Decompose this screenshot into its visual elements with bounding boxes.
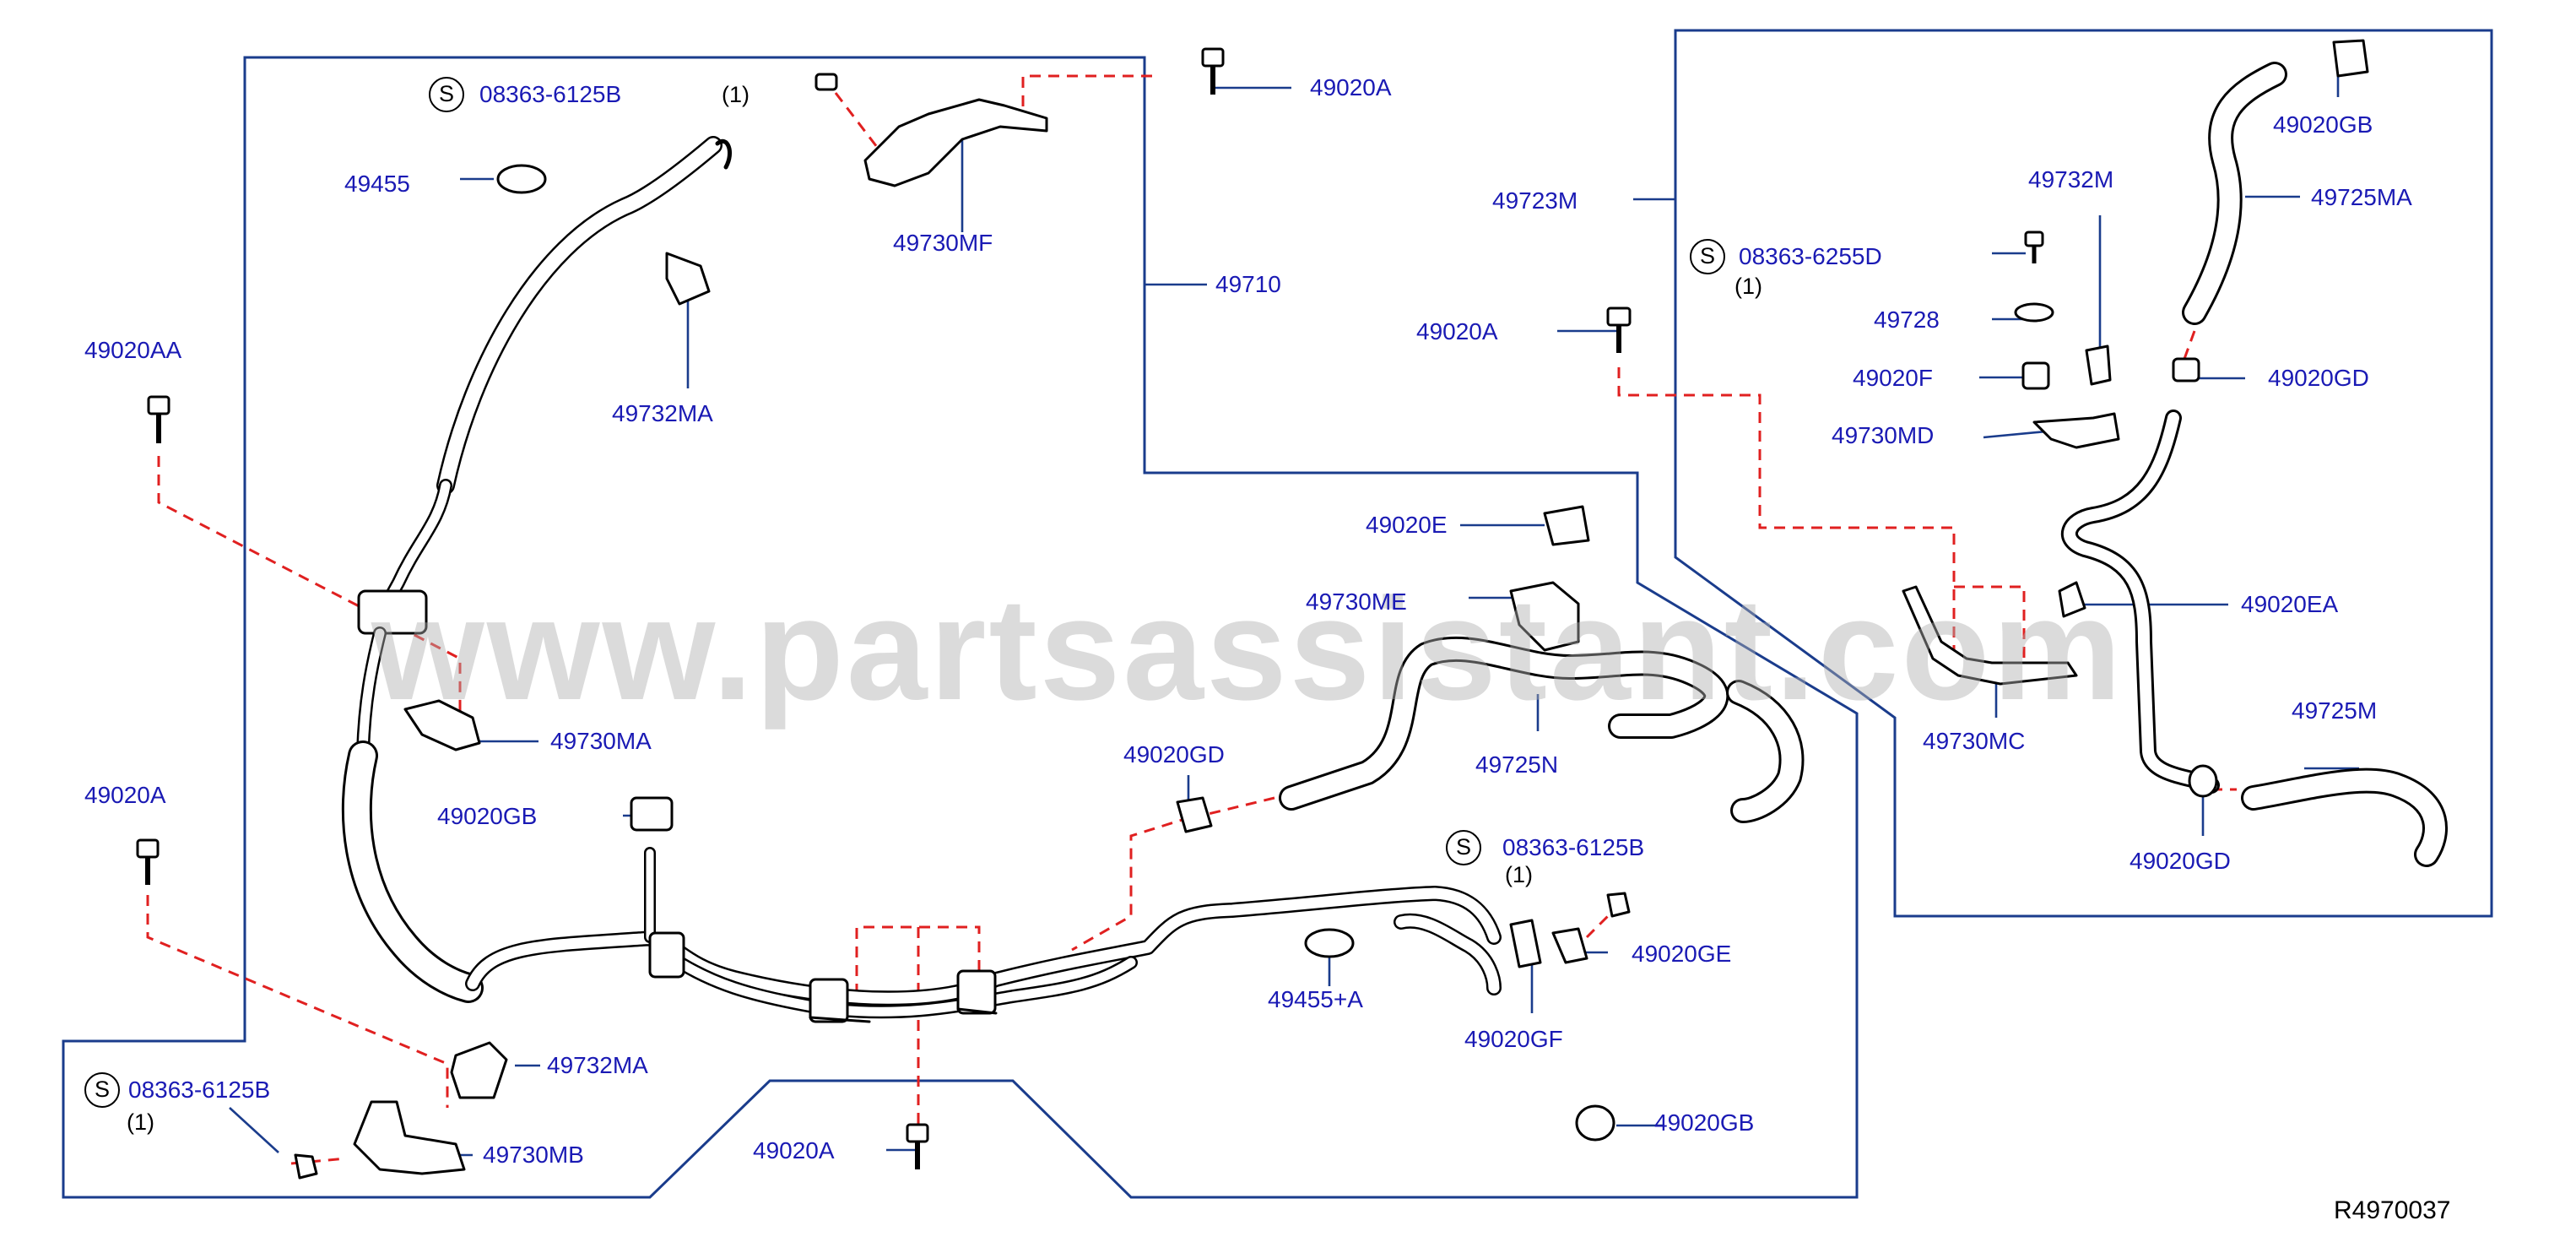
- bolt-49020a-right: [1606, 306, 1632, 353]
- part-label-49732m[interactable]: 49732M: [2028, 166, 2114, 193]
- standard-part-symbol: S: [1446, 830, 1481, 865]
- part-label-49020a[interactable]: 49020A: [1310, 74, 1392, 100]
- standard-part-symbol: S: [84, 1072, 120, 1108]
- part-label-49020a[interactable]: 49020A: [84, 782, 166, 808]
- part-label-49020gb[interactable]: 49020GB: [437, 803, 538, 829]
- part-label-49020gb[interactable]: 49020GB: [2273, 111, 2373, 138]
- main-hose-assembly: [341, 136, 1805, 1023]
- bolt-49020a-top: [1201, 47, 1225, 95]
- part-label-49725ma[interactable]: 49725MA: [2311, 184, 2412, 210]
- part-label-49732ma[interactable]: 49732MA: [547, 1052, 648, 1078]
- part-label-49020gd[interactable]: 49020GD: [2130, 848, 2231, 874]
- bolt-49020a-left: [136, 838, 160, 885]
- part-label-49020e[interactable]: 49020E: [1366, 512, 1448, 538]
- figure-code: R4970037: [2334, 1196, 2451, 1224]
- part-label-08363-6125b[interactable]: 08363-6125B: [479, 81, 622, 107]
- part-label-49020a[interactable]: 49020A: [753, 1137, 835, 1164]
- sub-frame-hoses: [2060, 62, 2448, 867]
- part-label-08363-6125b[interactable]: 08363-6125B: [1502, 834, 1645, 860]
- bolt-small-top: [814, 73, 838, 91]
- quantity-note: (1): [127, 1109, 154, 1135]
- part-label-49728[interactable]: 49728: [1874, 306, 1940, 333]
- part-label-49020gf[interactable]: 49020GF: [1464, 1026, 1563, 1052]
- part-label-49020gd[interactable]: 49020GD: [1123, 741, 1225, 768]
- part-label-49725n[interactable]: 49725N: [1475, 751, 1559, 778]
- small-parts-sub: [1606, 39, 2369, 798]
- quantity-note: (1): [1734, 274, 1762, 299]
- standard-part-symbol: S: [1690, 239, 1725, 274]
- bolt-49020a-bottom: [906, 1123, 929, 1169]
- part-label-49710[interactable]: 49710: [1215, 271, 1281, 297]
- small-parts-main: [136, 47, 1631, 1180]
- part-label-49725m[interactable]: 49725M: [2292, 697, 2378, 724]
- bolt-49732m: [2024, 231, 2044, 263]
- part-label-49020a[interactable]: 49020A: [1416, 318, 1498, 344]
- part-label-49020gd[interactable]: 49020GD: [2268, 365, 2369, 391]
- quantity-note: (1): [1505, 862, 1533, 887]
- part-label-08363-6125b[interactable]: 08363-6125B: [128, 1077, 271, 1103]
- frame-main: [62, 56, 1859, 1199]
- part-label-49723m[interactable]: 49723M: [1492, 187, 1578, 214]
- part-label-08363-6255d[interactable]: 08363-6255D: [1739, 243, 1882, 269]
- part-label-49455[interactable]: 49455: [344, 171, 410, 197]
- part-label-49020f[interactable]: 49020F: [1853, 365, 1933, 391]
- part-label-49020ea[interactable]: 49020EA: [2241, 591, 2339, 617]
- part-label-49020aa[interactable]: 49020AA: [84, 337, 182, 363]
- part-label-49730ma[interactable]: 49730MA: [550, 728, 652, 754]
- part-label-49455-a[interactable]: 49455+A: [1268, 986, 1363, 1012]
- part-label-49730mc[interactable]: 49730MC: [1923, 728, 2026, 754]
- part-label-49730mb[interactable]: 49730MB: [483, 1142, 584, 1168]
- standard-part-symbol: S: [429, 77, 464, 112]
- part-label-49020ge[interactable]: 49020GE: [1632, 941, 1732, 967]
- quantity-note: (1): [722, 82, 750, 107]
- bolt-49020aa: [147, 395, 170, 443]
- part-label-49732ma[interactable]: 49732MA: [612, 400, 713, 426]
- part-label-49020gb[interactable]: 49020GB: [1654, 1109, 1755, 1136]
- part-label-49730mf[interactable]: 49730MF: [893, 230, 993, 256]
- frame-sub: [1674, 29, 2493, 918]
- assembly-dashed-lines: [146, 74, 2237, 1165]
- part-label-49730md[interactable]: 49730MD: [1832, 422, 1935, 448]
- part-label-49730me[interactable]: 49730ME: [1306, 589, 1407, 615]
